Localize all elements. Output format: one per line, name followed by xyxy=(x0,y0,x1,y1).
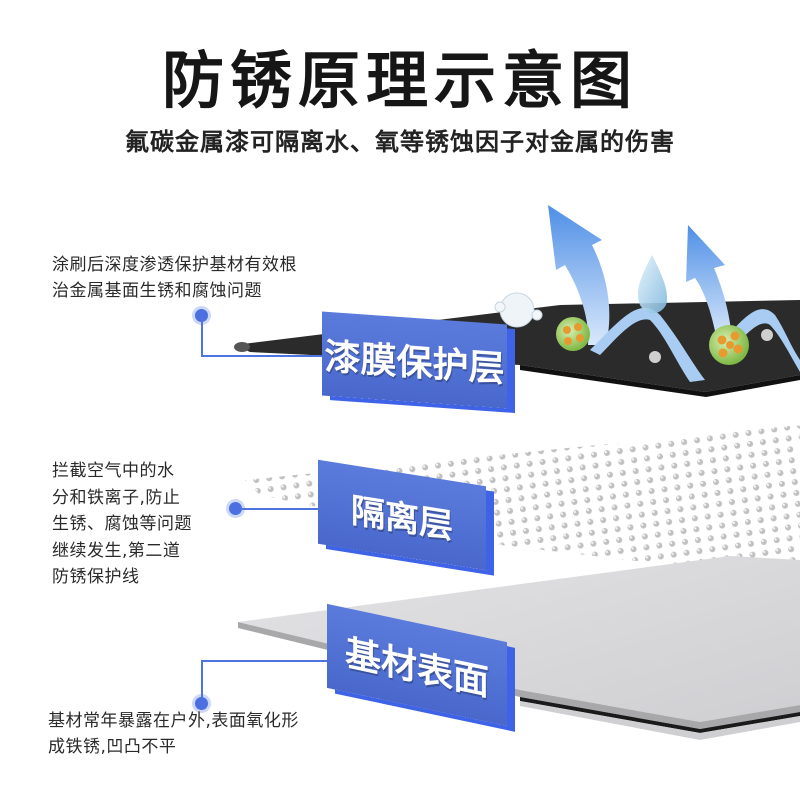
rust-particle-icon xyxy=(709,325,749,365)
connector-dot xyxy=(229,502,242,515)
connector-dot xyxy=(195,309,208,322)
page-subtitle: 氟碳金属漆可隔离水、氧等锈蚀因子对金属的伤害 xyxy=(125,128,675,156)
water-oxygen-repelled-arrows xyxy=(548,205,800,382)
connector-dot xyxy=(195,697,208,710)
page-title: 防锈原理示意图 xyxy=(161,44,638,117)
rust-particle-icon xyxy=(556,317,590,351)
connector-line xyxy=(201,316,203,356)
oxygen-molecule-icon xyxy=(494,292,543,328)
substrate-plate xyxy=(238,556,800,740)
substrate-description: 基材常年暴露在户外,表面氧化形 成铁锈,凹凸不平 xyxy=(48,711,299,757)
connector-line xyxy=(201,660,331,662)
water-drop-icon xyxy=(637,255,668,314)
paint-film-layer-label: 漆膜保护层 xyxy=(322,311,507,409)
connector-line xyxy=(201,660,203,698)
isolation-description: 拦截空气中的水 分和铁离子,防止 生锈、腐蚀等问题 继续发生,第二道 防锈保护线 xyxy=(52,461,192,587)
connector-line xyxy=(201,355,326,357)
paint-film-description: 涂刷后深度渗透保护基材有效根 治金属基面生锈和腐蚀问题 xyxy=(52,255,297,301)
connector-line xyxy=(240,508,322,510)
isolation-particle-layer xyxy=(245,425,800,580)
